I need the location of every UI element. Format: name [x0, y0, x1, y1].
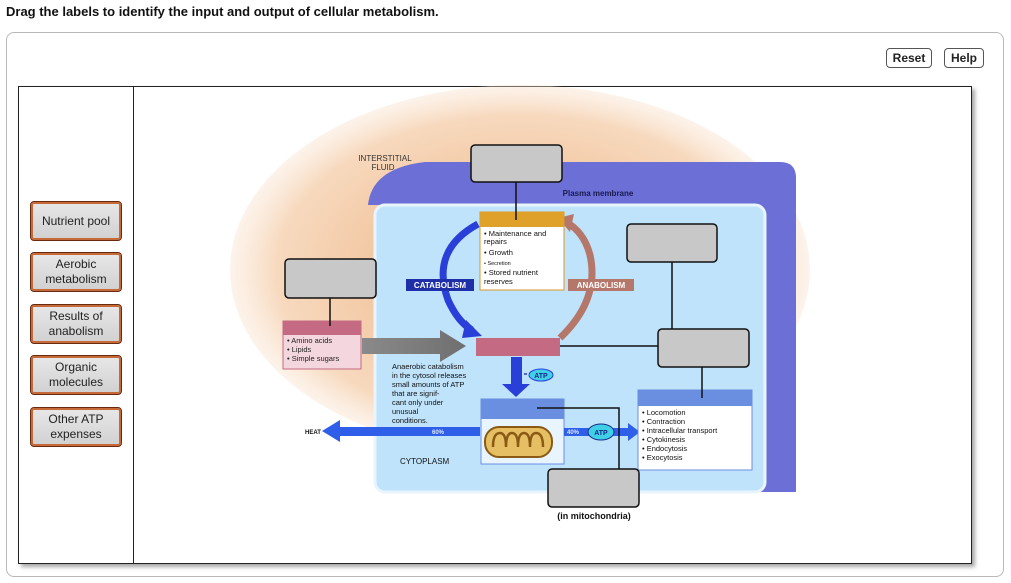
- anaerobic-text-5: cant only under: [392, 398, 444, 407]
- label-results-of-anabolism[interactable]: Results of anabolism: [30, 304, 122, 344]
- catabolism-arrow: [439, 220, 480, 334]
- anabolism-arrow: [557, 218, 596, 341]
- plasma-membrane-label: Plasma membrane: [563, 189, 634, 198]
- anabolism-result-1: • Maintenance and: [484, 229, 546, 238]
- anabolism-result-1b: repairs: [484, 237, 507, 246]
- anaerobic-text-6: unusual: [392, 407, 419, 416]
- label-organic-molecules[interactable]: Organic molecules: [30, 355, 122, 395]
- anaerobic-text-4: that are signif-: [392, 389, 440, 398]
- drop-target-bottom[interactable]: [547, 468, 640, 508]
- interstitial-fluid-label: INTERSTITIAL: [358, 154, 412, 163]
- drop-target-right-upper[interactable]: [626, 223, 718, 263]
- catabolism-tag: [406, 279, 474, 291]
- label-aerobic-metabolism[interactable]: Aerobic metabolism: [30, 252, 122, 292]
- mitochondria-caption: (in mitochondria): [557, 511, 631, 521]
- atp-use-intracellular-transport: • Intracellular transport: [642, 426, 718, 435]
- plasma-membrane: [368, 162, 796, 492]
- label-other-atp-expenses[interactable]: Other ATP expenses: [30, 407, 122, 447]
- heat-arrow-shaft: [340, 427, 480, 436]
- pool-to-mitochondria-arrow: [502, 357, 530, 397]
- atp-use-contraction: • Contraction: [642, 417, 685, 426]
- atp-use-cytokinesis: • Cytokinesis: [642, 435, 685, 444]
- anabolism-result-2: • Growth: [484, 248, 513, 257]
- input-simple-sugars: • Simple sugars: [287, 354, 339, 363]
- interstitial-fluid-label-line2: FLUID: [371, 163, 394, 172]
- input-amino-acids: • Amino acids: [287, 336, 332, 345]
- atp-use-exocytosis: • Exocytosis: [642, 453, 683, 462]
- cytoplasm-label: CYTOPLASM: [400, 457, 450, 466]
- anabolism-result-4b: reserves: [484, 277, 513, 286]
- heat-label: HEAT: [305, 430, 321, 436]
- heat-arrow-head: [322, 420, 340, 442]
- anabolism-result-4: • Stored nutrient: [484, 268, 539, 277]
- anaerobic-text-2: in the cytosol releases: [392, 371, 466, 380]
- anabolism-result-3: • Secretion: [484, 261, 511, 267]
- help-button[interactable]: Help: [944, 48, 984, 68]
- anabolism-label: ANABOLISM: [577, 281, 626, 290]
- anaerobic-atp-label: ATP: [534, 373, 548, 380]
- heat-percent: 60%: [432, 430, 445, 436]
- input-lipids: • Lipids: [287, 345, 312, 354]
- anaerobic-text-3: small amounts of ATP: [392, 380, 464, 389]
- input-arrow: [362, 330, 466, 362]
- atp-percent: 40%: [567, 430, 580, 436]
- drop-target-top[interactable]: [470, 144, 563, 183]
- atp-badge: [587, 423, 615, 441]
- anaerobic-atp-badge: [528, 368, 554, 382]
- atp-label: ATP: [594, 430, 608, 437]
- atp-use-locomotion: • Locomotion: [642, 408, 685, 417]
- anabolism-tag: [568, 279, 634, 291]
- nutrient-pool-bar: [476, 338, 560, 356]
- atp-use-endocytosis: • Endocytosis: [642, 444, 687, 453]
- anaerobic-text-7: conditions.: [392, 416, 428, 425]
- drop-target-right-lower[interactable]: [657, 328, 750, 368]
- reset-button[interactable]: Reset: [886, 48, 932, 68]
- label-nutrient-pool[interactable]: Nutrient pool: [30, 201, 122, 241]
- question-instruction: Drag the labels to identify the input an…: [6, 4, 439, 19]
- catabolism-label: CATABOLISM: [414, 281, 466, 290]
- anaerobic-text-1: Anaerobic catabolism: [392, 362, 464, 371]
- label-bank: [18, 86, 134, 564]
- drop-target-left[interactable]: [284, 258, 377, 299]
